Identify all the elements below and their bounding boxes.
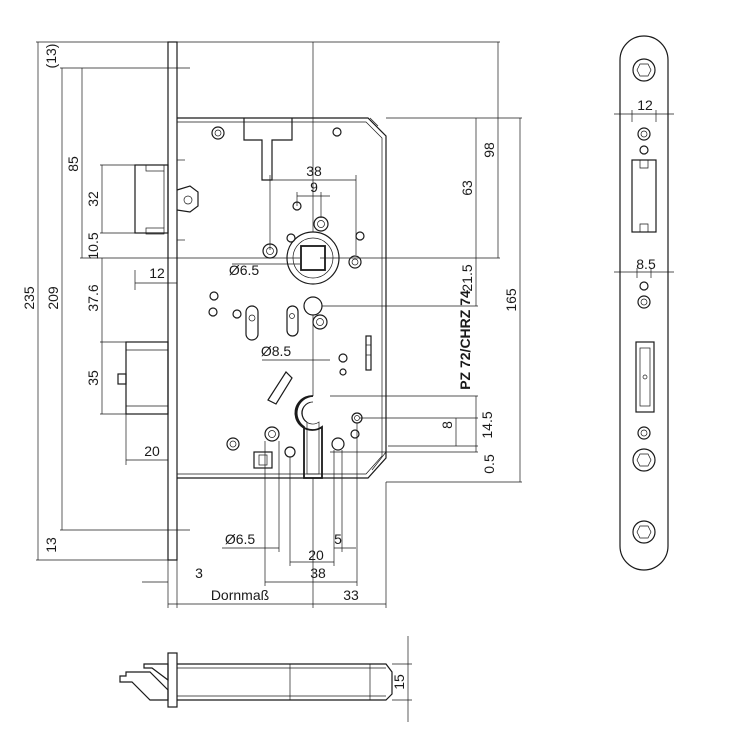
- latch-opening: [631, 159, 657, 233]
- dim-21-5: 21.5: [459, 264, 475, 291]
- dim-14-5: 14.5: [479, 411, 495, 438]
- dim-5: 5: [334, 531, 342, 547]
- top-view: 15: [119, 636, 412, 722]
- dim-38-bottom: 38: [310, 565, 326, 581]
- dim-8-5-faceplate: 8.5: [636, 256, 656, 272]
- faceplate-outline: [619, 35, 669, 571]
- dim-13-bottom: 13: [43, 537, 59, 553]
- dim-85: 85: [65, 156, 81, 172]
- faceplate-edge: [167, 652, 178, 708]
- dim-20-bottom: 20: [308, 547, 324, 563]
- dim-3: 3: [195, 565, 203, 581]
- bottom-switch: [253, 451, 273, 469]
- faceplate-view: 12 8.5: [614, 35, 674, 571]
- latch-bolt: [134, 164, 169, 234]
- lever-slot-right: [286, 305, 299, 337]
- dim-20-left: 20: [144, 443, 160, 459]
- deadbolt-opening: [635, 341, 655, 413]
- fixing-hole-bottom-left: [264, 426, 280, 442]
- screw-top-icon: [632, 58, 656, 82]
- dim-backset: Dornmaß: [211, 587, 269, 603]
- lock-case-body: [177, 117, 387, 479]
- dim-8: 8: [439, 421, 455, 429]
- dimension-lines: [36, 41, 522, 608]
- bolt-protrusion: [119, 671, 169, 701]
- spring-bar: [365, 335, 372, 371]
- front-view: [117, 41, 387, 561]
- dim-13-top: (13): [43, 44, 59, 69]
- dim-dia-6-5-bottom: Ø6.5: [225, 531, 256, 547]
- dim-35: 35: [85, 370, 101, 386]
- deadbolt-pin: [117, 373, 127, 385]
- dim-37-6: 37.6: [85, 284, 101, 311]
- lock-case-inner-edge: [177, 121, 383, 475]
- dim-0-5: 0.5: [481, 454, 497, 474]
- case-top-outline: [177, 663, 393, 701]
- screw-bottom-icon: [632, 520, 656, 544]
- dim-209: 209: [45, 286, 61, 310]
- dim-235: 235: [21, 286, 37, 310]
- profile-cylinder-cutout: [294, 395, 323, 479]
- dim-32: 32: [85, 191, 101, 207]
- dim-33: 33: [343, 587, 359, 603]
- latch-lever: [176, 185, 199, 213]
- lever-slot-left: [245, 305, 259, 341]
- dim-98: 98: [481, 142, 497, 158]
- dim-dia-8-5: Ø8.5: [261, 343, 292, 359]
- latch-bolt-top-tab: [145, 164, 165, 172]
- dimension-labels: (13) 235 209 85 32 10.5 37.6 35 13 12 20…: [21, 44, 519, 603]
- dim-dia-6-5-top: Ø6.5: [229, 262, 260, 278]
- top-latch-housing: [243, 118, 293, 181]
- dim-9: 9: [310, 179, 318, 195]
- dim-165: 165: [503, 288, 519, 312]
- deadbolt: [125, 341, 169, 415]
- dim-12-left: 12: [149, 265, 165, 281]
- dim-38-top: 38: [306, 163, 322, 179]
- dim-10-5: 10.5: [85, 232, 101, 259]
- faceplate-side: [167, 41, 178, 561]
- cylinder-spec-label: PZ 72/CHRZ 74: [457, 290, 473, 390]
- dim-15: 15: [391, 674, 407, 690]
- dim-12-faceplate: 12: [637, 97, 653, 113]
- dim-63: 63: [459, 180, 475, 196]
- center-pivot: [303, 296, 323, 316]
- screw-middle-icon: [632, 448, 656, 472]
- cam-lever: [267, 371, 293, 405]
